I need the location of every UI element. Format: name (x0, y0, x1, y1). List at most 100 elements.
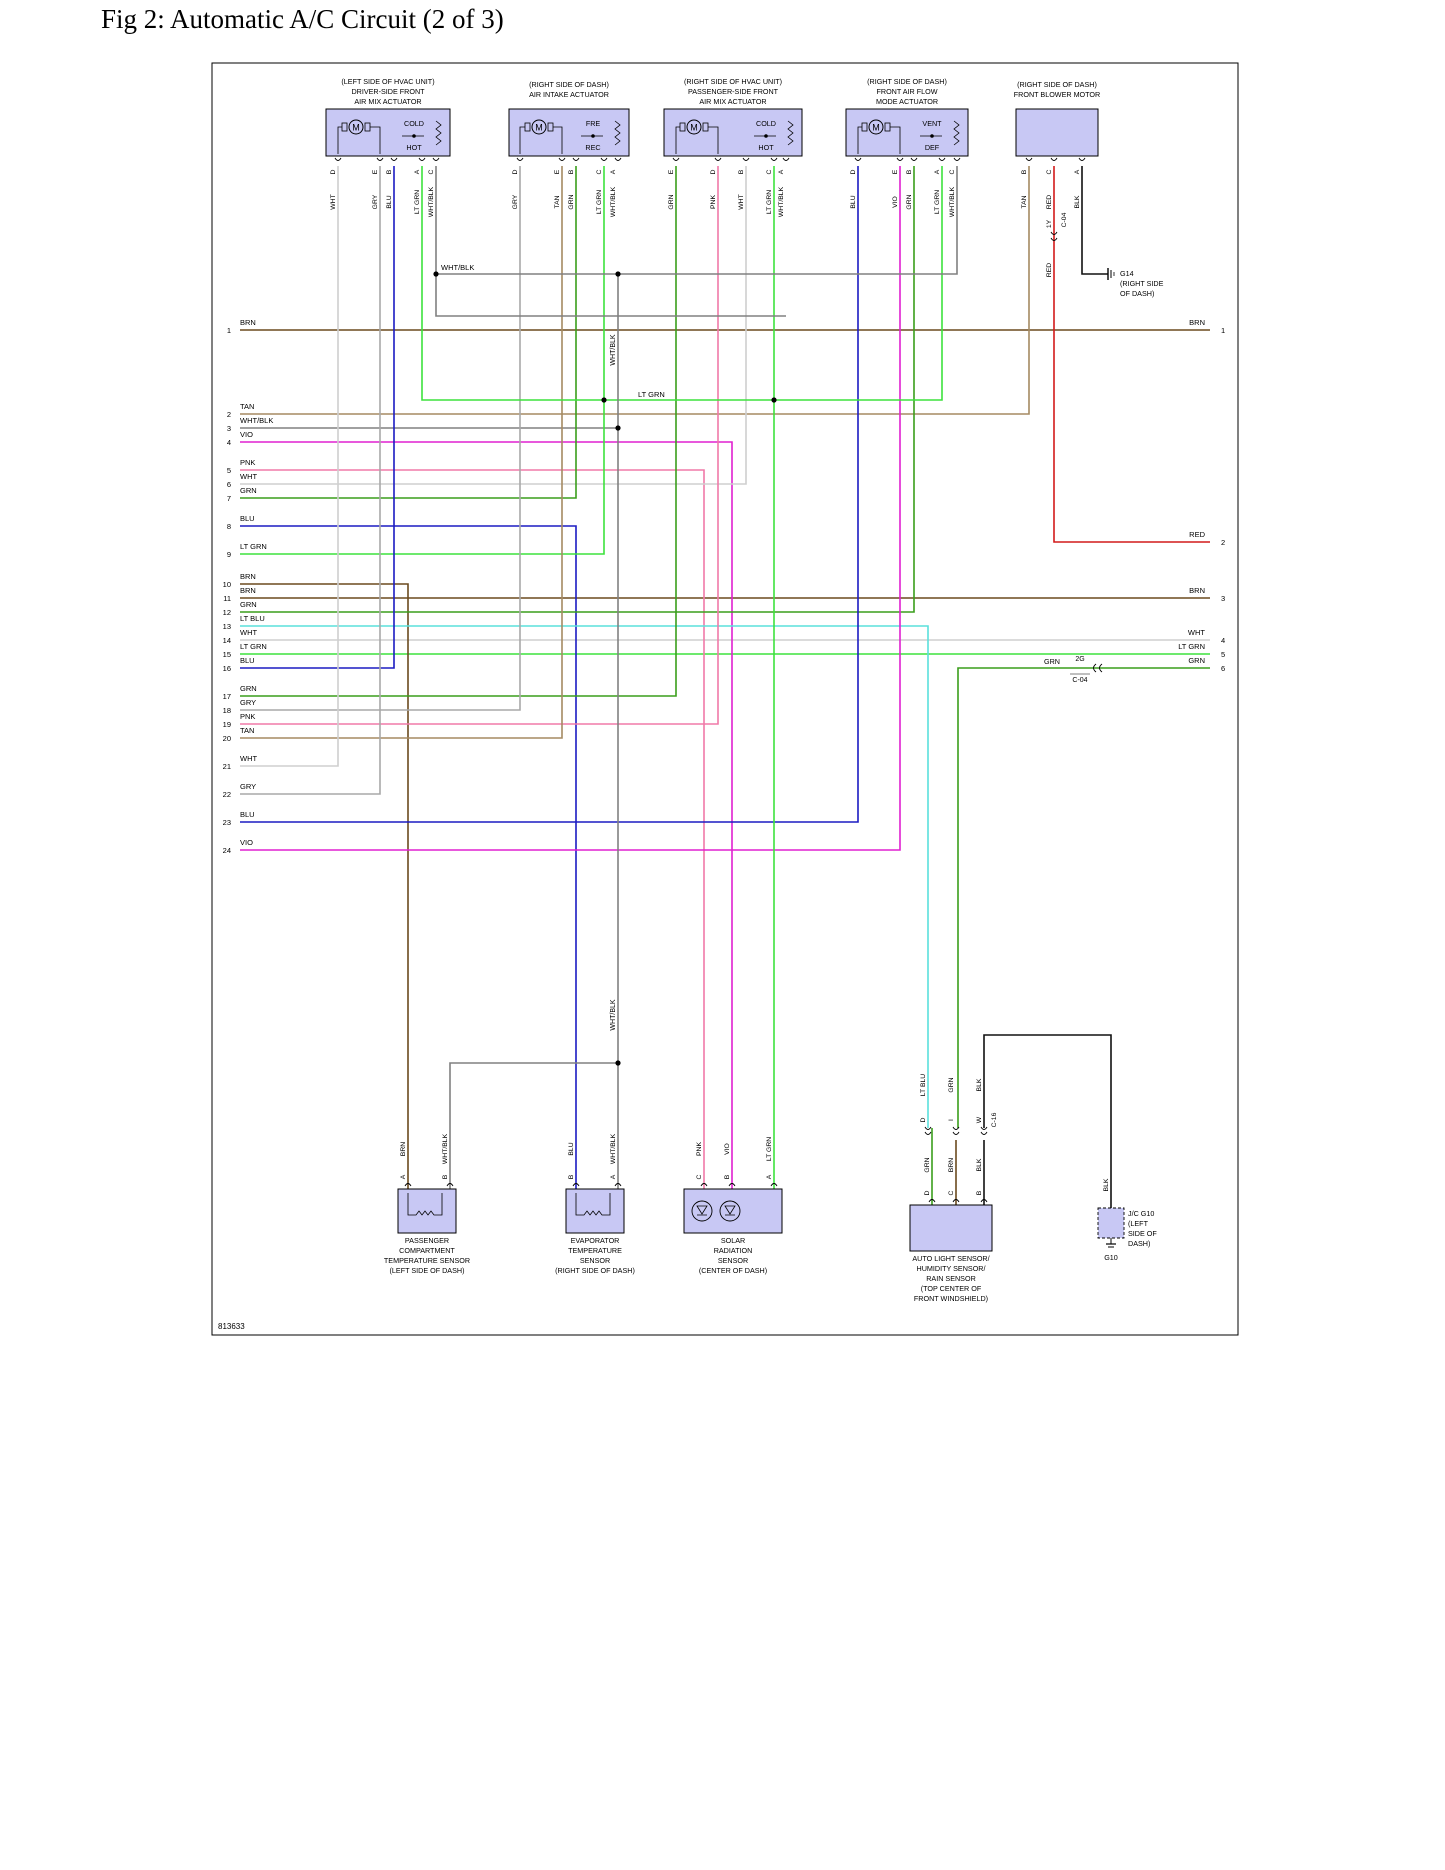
switch-contact (764, 134, 768, 138)
pin-letter: B (442, 1174, 449, 1179)
pin-letter: E (892, 169, 899, 174)
pin-wire-label: GRN (906, 194, 913, 209)
figure-title: Fig 2: Automatic A/C Circuit (2 of 3) (101, 4, 504, 34)
vertical-wire-label: WHT/BLK (610, 999, 617, 1030)
component-caption: AIR INTAKE ACTUATOR (529, 90, 609, 99)
pin-wire-label: BLU (850, 195, 857, 208)
connector-cavity (928, 1199, 936, 1203)
component-caption: PASSENGER (405, 1236, 449, 1245)
component-auto-light (909, 1204, 993, 1252)
pin-wire-label: GRN (668, 194, 675, 209)
connector-cavity (418, 157, 426, 161)
c16-pin-letter: I (948, 1119, 955, 1121)
right-row-number: 4 (1221, 636, 1225, 645)
row-number: 2 (227, 410, 231, 419)
row-wire-label: WHT (240, 754, 257, 763)
wire-gry (240, 166, 381, 795)
inline-connector-2g (1093, 663, 1103, 673)
connector-cavity (896, 157, 904, 161)
component-mode (845, 108, 969, 157)
pin-wire-label: WHT (330, 194, 337, 209)
connector-cavity (952, 1199, 960, 1203)
diode-icon (696, 1205, 708, 1216)
inline-connector-c16 (952, 1126, 960, 1135)
switch-contact (591, 134, 595, 138)
pin-letter: D (924, 1190, 931, 1195)
splice-dot (615, 271, 621, 277)
wire-blu (240, 525, 577, 1192)
junction-connector-g10 (1097, 1207, 1125, 1239)
connector-cavity (572, 157, 580, 161)
pin-wire-label: LT GRN (766, 1137, 773, 1161)
connector-cavity (700, 1183, 708, 1187)
switch-label-bottom: HOT (758, 143, 774, 152)
row-number: 20 (223, 734, 231, 743)
wire-vio (240, 441, 733, 1192)
jc-g10-label: (LEFT (1128, 1219, 1149, 1228)
pin-wire-label: WHT/BLK (610, 1133, 617, 1164)
pin-letter: B (1021, 169, 1028, 174)
wire-grn (957, 667, 1210, 1128)
c16-wire-label: GRN (948, 1077, 955, 1092)
wire-blk (1081, 166, 1108, 275)
component-caption: (RIGHT SIDE OF DASH) (867, 77, 947, 86)
right-row-wire-label: WHT (1188, 628, 1205, 637)
pin-wire-label: LT GRN (414, 190, 421, 214)
pin-letter: A (610, 1174, 617, 1179)
row-wire-label: LT GRN (240, 542, 267, 551)
connector-cavity (600, 157, 608, 161)
component-caption: RADIATION (714, 1246, 753, 1255)
connector-cavity (782, 157, 790, 161)
motor-letter: M (535, 123, 543, 133)
row-wire-label: GRN (240, 684, 257, 693)
component-caption: AIR MIX ACTUATOR (354, 97, 421, 106)
pin-letter: C (1046, 169, 1053, 174)
switch-contact (930, 134, 934, 138)
row-wire-label: BLU (240, 810, 255, 819)
wire-pnk (240, 166, 719, 725)
pin-letter: B (738, 169, 745, 174)
row-number: 13 (223, 622, 231, 631)
pin-wire-label: BRN (400, 1142, 407, 1156)
row-wire-label: VIO (240, 838, 253, 847)
connector-cavity (910, 157, 918, 161)
pin-letter: A (778, 169, 785, 174)
connector-cavity (572, 1183, 580, 1187)
motor-icon (531, 119, 547, 135)
ground-g14-label: G14 (1120, 269, 1134, 278)
splice-dot (433, 271, 439, 277)
pin-wire-label: BLK (976, 1158, 983, 1171)
pin-wire-label: GRY (372, 194, 379, 209)
motor-lead (337, 126, 342, 154)
pin-letter: D (512, 169, 519, 174)
pin-wire-label: BLK (1074, 195, 1081, 208)
row-number: 17 (223, 692, 231, 701)
component-caption: FRONT AIR FLOW (877, 87, 938, 96)
pin-wire-label: PNK (696, 1142, 703, 1156)
thermistor-icon (575, 1193, 611, 1216)
pin-wire-label: VIO (892, 196, 899, 208)
row-wire-label: BLU (240, 514, 255, 523)
pin-wire-label: WHT/BLK (428, 186, 435, 217)
component-caption: RAIN SENSOR (926, 1274, 976, 1283)
row-number: 21 (223, 762, 231, 771)
row-wire-label: VIO (240, 430, 253, 439)
pin-wire-label: GRY (512, 194, 519, 209)
pin-letter: D (330, 169, 337, 174)
component-caption: FRONT WINDSHIELD) (914, 1294, 988, 1303)
row-number: 3 (227, 424, 231, 433)
pin-letter: A (766, 1174, 773, 1179)
vertical-wire-label: WHT/BLK (610, 334, 617, 365)
potentiometer (787, 120, 794, 146)
row-number: 10 (223, 580, 231, 589)
connector-cavity (1025, 157, 1033, 161)
pin-letter: A (414, 169, 421, 174)
pin-wire-label: WHT (738, 194, 745, 209)
c16-pin-letter: W (976, 1116, 983, 1123)
right-row-number: 2 (1221, 538, 1225, 547)
pin-letter: B (906, 169, 913, 174)
wire-lt-grn (421, 166, 943, 401)
pin-letter: B (386, 169, 393, 174)
row-wire-label: WHT (240, 628, 257, 637)
